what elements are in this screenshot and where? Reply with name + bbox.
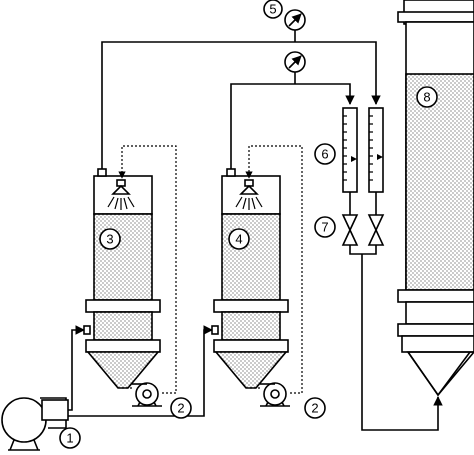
label-2a: 2 xyxy=(170,397,192,419)
pressure-gauges xyxy=(284,9,306,73)
svg-text:2: 2 xyxy=(177,401,184,416)
svg-text:8: 8 xyxy=(423,90,430,105)
label-1: 1 xyxy=(59,427,81,449)
svg-text:2: 2 xyxy=(311,401,318,416)
label-3: 3 xyxy=(99,228,121,250)
label-7: 7 xyxy=(314,216,336,238)
pump-b xyxy=(260,382,290,407)
gas-piping xyxy=(66,30,443,431)
label-6: 6 xyxy=(314,143,336,165)
svg-text:4: 4 xyxy=(235,232,242,247)
absorption-column-3 xyxy=(85,168,161,389)
label-5: 5 xyxy=(263,0,283,19)
label-4: 4 xyxy=(228,228,250,250)
svg-text:7: 7 xyxy=(321,220,328,235)
label-2b: 2 xyxy=(304,397,326,419)
svg-text:6: 6 xyxy=(321,147,328,162)
packed-tower xyxy=(397,0,474,397)
liquid-recirculation xyxy=(118,145,303,394)
pump-a xyxy=(132,382,162,407)
svg-text:1: 1 xyxy=(66,431,73,446)
flowmeters xyxy=(342,107,384,193)
svg-text:3: 3 xyxy=(106,232,113,247)
svg-text:5: 5 xyxy=(269,2,276,17)
blower xyxy=(1,397,69,451)
label-8: 8 xyxy=(416,86,438,108)
absorption-column-4 xyxy=(213,168,289,389)
valves xyxy=(341,214,385,246)
